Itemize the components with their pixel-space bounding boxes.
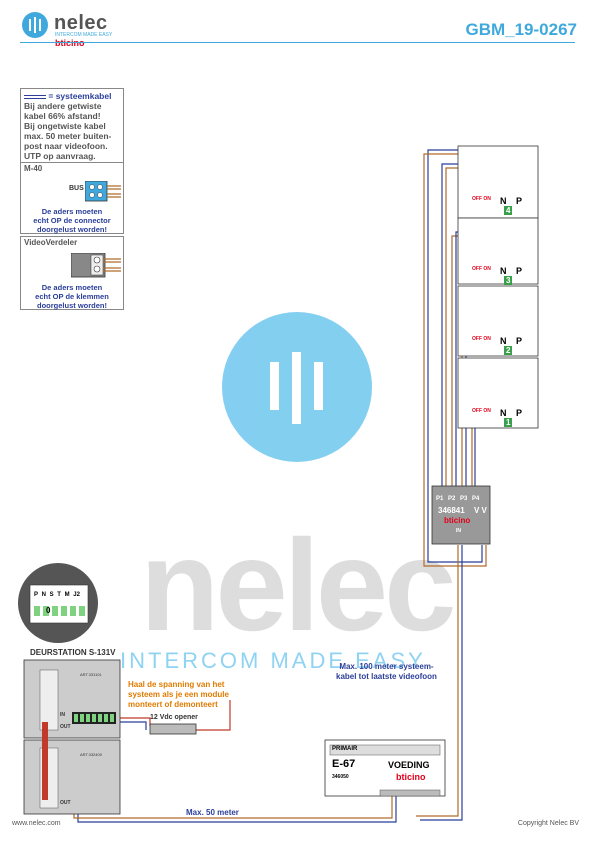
- distributor-model: 346841: [438, 506, 465, 515]
- monitor-2-number: 2: [504, 346, 513, 355]
- nelec-logo-icon: [22, 12, 48, 38]
- power-brand: bticino: [396, 772, 426, 782]
- monitor-3-offon: OFF ON: [472, 266, 491, 272]
- document-id: GBM_19-0267: [465, 20, 577, 39]
- legend-line: Bij andere getwiste: [24, 101, 102, 111]
- footer-copyright: Copyright Nelec BV: [517, 820, 579, 827]
- power-primair: PRIMAIR: [332, 746, 358, 752]
- footer-website[interactable]: www.nelec.com: [12, 820, 61, 827]
- m40-connector-icon: [85, 181, 121, 202]
- distributor-in: IN: [456, 528, 461, 534]
- monitor-2-offon: OFF ON: [472, 336, 491, 342]
- opener-label: 12 Vdc opener: [150, 714, 198, 721]
- door-station-in: IN: [60, 712, 65, 718]
- monitor-3-n: N: [500, 266, 507, 276]
- monitor-4-p: P: [516, 196, 523, 206]
- power-art: 346050: [332, 774, 349, 780]
- header-divider: [20, 42, 575, 43]
- switch-panel-labels: P N S T M J2: [34, 592, 80, 598]
- max-50-label: Max. 50 meter: [186, 808, 239, 817]
- legend-note: = systeemkabel Bij andere getwiste kabel…: [20, 88, 124, 164]
- monitor-3-number: 3: [504, 276, 513, 285]
- distributor-brand: bticino: [444, 516, 471, 525]
- door-station-out-1: OUT: [60, 724, 71, 730]
- switch-panel-value: 0: [46, 606, 51, 615]
- videoverdeler-title: VideoVerdeler: [24, 238, 78, 247]
- monitor-1-number: 1: [504, 418, 513, 427]
- legend-line: post naar videofoon.: [24, 141, 108, 151]
- distributor-vv: V V: [474, 506, 487, 515]
- monitor-2-n: N: [500, 336, 507, 346]
- door-station-title: DEURSTATION S-131V: [30, 648, 116, 657]
- door-station-art2: ART.332400: [80, 752, 102, 757]
- power-voeding: VOEDING: [388, 760, 430, 770]
- logo-tagline: INTERCOM MADE EASY: [55, 32, 113, 38]
- door-station-out-2: OUT: [60, 800, 71, 806]
- legend-line: kabel 66% afstand!: [24, 111, 101, 121]
- logo-brand: bticino: [55, 38, 85, 48]
- legend-line: UTP op aanvraag.: [24, 151, 96, 161]
- m40-title: M-40: [24, 164, 43, 173]
- nelec-logo: nelec INTERCOM MADE EASY bticino: [22, 12, 142, 48]
- monitor-1-n: N: [500, 408, 507, 418]
- legend-line: max. 50 meter buiten-: [24, 131, 112, 141]
- bus-label: BUS: [69, 185, 84, 192]
- monitor-4-number: 4: [504, 206, 513, 215]
- monitor-4-offon: OFF ON: [472, 196, 491, 202]
- distributor-ports: P1 P2 P3 P4: [436, 496, 480, 502]
- door-station-art1: ART.331101: [80, 672, 102, 677]
- monitor-units: [457, 145, 539, 429]
- monitor-4-n: N: [500, 196, 507, 206]
- monitor-2-p: P: [516, 336, 523, 346]
- videoverdeler-terminal-icon: [71, 253, 121, 278]
- monitor-3-p: P: [516, 266, 523, 276]
- legend-line: Bij ongetwiste kabel: [24, 121, 106, 131]
- power-model: E-67: [332, 758, 356, 770]
- legend-system-cable: = systeemkabel: [24, 91, 120, 101]
- monitor-1-p: P: [516, 408, 523, 418]
- max-100-label: Max. 100 meter systeem-kabel tot laatste…: [336, 662, 437, 681]
- logo-text: nelec: [54, 12, 108, 34]
- monitor-1-offon: OFF ON: [472, 408, 491, 414]
